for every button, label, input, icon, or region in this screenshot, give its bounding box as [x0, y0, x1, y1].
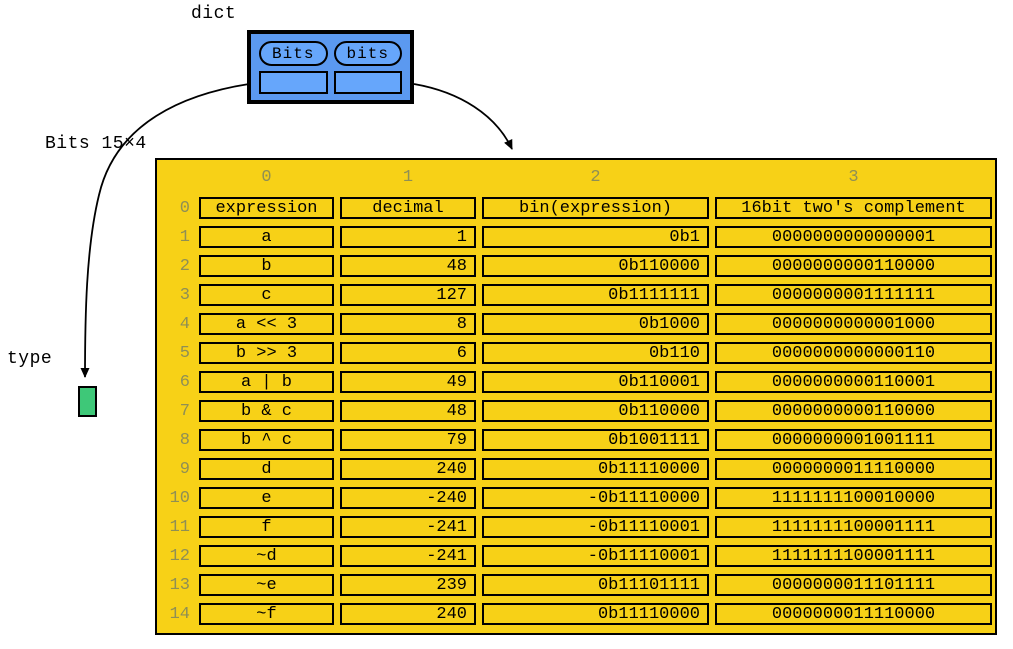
table-cell-10-1: -240 — [340, 487, 476, 509]
dict-value-cell-Bits — [259, 71, 328, 94]
table-cell-4-3: 0000000000001000 — [715, 313, 992, 335]
table-cell-9-3: 0000000011110000 — [715, 458, 992, 480]
table-cell-0-0: expression — [199, 197, 334, 219]
table-cell-9-2: 0b11110000 — [482, 458, 709, 480]
row-index-3: 3 — [179, 285, 190, 305]
table-cell-0-3: 16bit two's complement — [715, 197, 992, 219]
column-header-3: 3 — [848, 167, 859, 187]
table-cell-1-1: 1 — [340, 226, 476, 248]
table-cell-9-0: d — [199, 458, 334, 480]
table-cell-14-1: 240 — [340, 603, 476, 625]
table-cell-11-3: 1111111100001111 — [715, 516, 992, 538]
table-cell-10-3: 1111111100010000 — [715, 487, 992, 509]
row-index-9: 9 — [179, 459, 190, 479]
row-index-8: 8 — [179, 430, 190, 450]
row-index-0: 0 — [179, 198, 190, 218]
table-cell-5-1: 6 — [340, 342, 476, 364]
table-cell-14-2: 0b11110000 — [482, 603, 709, 625]
table-cell-6-1: 49 — [340, 371, 476, 393]
table-cell-2-1: 48 — [340, 255, 476, 277]
table-cell-7-2: 0b110000 — [482, 400, 709, 422]
table-cell-3-0: c — [199, 284, 334, 306]
table-cell-5-0: b >> 3 — [199, 342, 334, 364]
dict-entry-bits: bits — [333, 41, 402, 100]
table-cell-2-3: 0000000000110000 — [715, 255, 992, 277]
table-cell-12-3: 1111111100001111 — [715, 545, 992, 567]
dict-entry-Bits: Bits — [259, 41, 328, 100]
table-cell-3-1: 127 — [340, 284, 476, 306]
table-cell-8-3: 0000000001001111 — [715, 429, 992, 451]
table-cell-7-0: b & c — [199, 400, 334, 422]
column-header-2: 2 — [590, 167, 601, 187]
row-index-7: 7 — [179, 401, 190, 421]
table-cell-10-0: e — [199, 487, 334, 509]
row-index-4: 4 — [179, 314, 190, 334]
type-label: type — [7, 349, 53, 369]
table-cell-6-2: 0b110001 — [482, 371, 709, 393]
row-index-13: 13 — [169, 575, 190, 595]
column-header-0: 0 — [261, 167, 272, 187]
table-cell-0-1: decimal — [340, 197, 476, 219]
table-cell-2-2: 0b110000 — [482, 255, 709, 277]
row-index-14: 14 — [169, 604, 190, 624]
table-cell-13-3: 0000000011101111 — [715, 574, 992, 596]
dict-value-cell-bits — [333, 71, 402, 94]
row-index-6: 6 — [179, 372, 190, 392]
table-cell-9-1: 240 — [340, 458, 476, 480]
table-cell-6-0: a | b — [199, 371, 334, 393]
table-cell-14-3: 0000000011110000 — [715, 603, 992, 625]
table-cell-12-0: ~d — [199, 545, 334, 567]
table-cell-4-0: a << 3 — [199, 313, 334, 335]
table-cell-8-1: 79 — [340, 429, 476, 451]
row-index-5: 5 — [179, 343, 190, 363]
table-cell-13-1: 239 — [340, 574, 476, 596]
table-cell-11-0: f — [199, 516, 334, 538]
table-cell-12-1: -241 — [340, 545, 476, 567]
table-cell-8-0: b ^ c — [199, 429, 334, 451]
table-cell-3-2: 0b1111111 — [482, 284, 709, 306]
table-cell-14-0: ~f — [199, 603, 334, 625]
table-cell-0-2: bin(expression) — [482, 197, 709, 219]
row-index-11: 11 — [169, 517, 190, 537]
type-node — [78, 386, 97, 417]
column-header-1: 1 — [402, 167, 414, 187]
table-cell-4-2: 0b1000 — [482, 313, 709, 335]
dict-type-label: dict — [191, 4, 237, 24]
row-index-12: 12 — [169, 546, 190, 566]
table-cell-10-2: -0b11110000 — [482, 487, 709, 509]
table-cell-11-1: -241 — [340, 516, 476, 538]
table-corner — [161, 164, 193, 190]
table-cell-4-1: 8 — [340, 313, 476, 335]
table-cell-11-2: -0b11110001 — [482, 516, 709, 538]
table-cell-7-3: 0000000000110000 — [715, 400, 992, 422]
table-cell-7-1: 48 — [340, 400, 476, 422]
list-dimensions-label: Bits 15×4 — [45, 134, 147, 154]
table-cell-1-0: a — [199, 226, 334, 248]
table-cell-5-2: 0b110 — [482, 342, 709, 364]
table-cell-1-2: 0b1 — [482, 226, 709, 248]
table-cell-5-3: 0000000000000110 — [715, 342, 992, 364]
row-index-1: 1 — [179, 227, 190, 247]
table-cell-6-3: 0000000000110001 — [715, 371, 992, 393]
row-index-2: 2 — [179, 256, 190, 276]
table-cell-2-0: b — [199, 255, 334, 277]
dict-node: Bits bits — [247, 30, 414, 104]
table-cell-13-0: ~e — [199, 574, 334, 596]
arrow-dict-to-table — [413, 83, 513, 150]
dict-key-pill-Bits: Bits — [259, 41, 328, 66]
dict-key-pill-bits: bits — [333, 41, 402, 66]
table-cell-3-3: 0000000001111111 — [715, 284, 992, 306]
row-index-10: 10 — [169, 488, 190, 508]
table-cell-1-3: 0000000000000001 — [715, 226, 992, 248]
table-cell-13-2: 0b11101111 — [482, 574, 709, 596]
table-cell-12-2: -0b11110001 — [482, 545, 709, 567]
table-cell-8-2: 0b1001111 — [482, 429, 709, 451]
